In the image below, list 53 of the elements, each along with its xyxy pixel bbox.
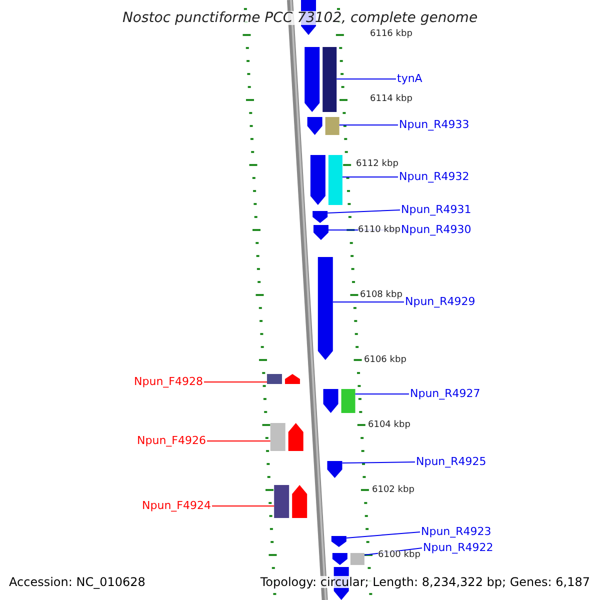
category-bar bbox=[266, 374, 282, 384]
gene-block bbox=[304, 47, 320, 112]
gene-label: Npun_R4925 bbox=[416, 456, 486, 467]
gene-label: Npun_R4930 bbox=[401, 224, 472, 235]
category-bar bbox=[325, 117, 340, 135]
gene-label: Npun_R4933 bbox=[399, 119, 470, 130]
scale-label: 6106 kbp bbox=[364, 356, 406, 365]
gene-label: Npun_F4926 bbox=[137, 435, 206, 446]
leader-line bbox=[346, 532, 420, 538]
gene-label: Npun_F4924 bbox=[142, 500, 211, 511]
gene-block bbox=[323, 389, 338, 413]
gene-block bbox=[310, 155, 326, 205]
scale-label: 6112 kbp bbox=[356, 160, 398, 169]
gene-block bbox=[312, 211, 328, 223]
category-bar bbox=[270, 423, 286, 451]
leader-line bbox=[338, 124, 398, 126]
scale-label: 6110 kbp bbox=[358, 226, 400, 235]
category-bar bbox=[274, 485, 290, 518]
gene-label: Npun_R4922 bbox=[423, 542, 494, 553]
scale-label: 6100 kbp bbox=[378, 551, 420, 560]
title: Nostoc punctiforme PCC 73102, complete genome bbox=[122, 11, 478, 25]
gene-block bbox=[332, 553, 348, 565]
gene-label: Npun_R4931 bbox=[401, 204, 472, 215]
gene-label: Npun_R4929 bbox=[405, 296, 476, 307]
category-bar bbox=[322, 47, 337, 112]
scale-label: 6116 kbp bbox=[370, 30, 412, 39]
gene-label: tynA bbox=[397, 73, 422, 84]
gene-block bbox=[307, 117, 322, 135]
leader-line bbox=[342, 176, 398, 178]
gene-block bbox=[318, 257, 333, 360]
gene-block bbox=[327, 461, 342, 478]
gene-label: Npun_F4928 bbox=[134, 376, 203, 387]
gene-label: Npun_R4932 bbox=[399, 171, 470, 182]
leader-line bbox=[342, 462, 416, 464]
category-bar bbox=[341, 389, 356, 413]
leader-line bbox=[327, 210, 400, 214]
gene-block bbox=[292, 485, 308, 518]
scale-label: 6108 kbp bbox=[360, 291, 402, 300]
genome-info-text: Topology: circular; Length: 8,234,322 bp; Genes: 6,187 bbox=[260, 576, 590, 588]
accession-text: Accession: NC_010628 bbox=[9, 576, 146, 588]
gene-block bbox=[313, 225, 328, 240]
scale-label: 6102 kbp bbox=[372, 486, 414, 495]
leader-line bbox=[206, 440, 271, 442]
category-bar bbox=[328, 155, 342, 205]
gene-label: Npun_R4927 bbox=[410, 388, 480, 399]
gene-block bbox=[288, 423, 304, 451]
gene-label: Npun_R4923 bbox=[421, 526, 492, 537]
scale-label: 6114 kbp bbox=[370, 95, 412, 104]
leader-line bbox=[336, 78, 396, 80]
gene-block bbox=[331, 536, 346, 547]
gene-block bbox=[284, 374, 300, 384]
scale-label: 6104 kbp bbox=[368, 421, 410, 430]
category-bar bbox=[350, 553, 364, 565]
